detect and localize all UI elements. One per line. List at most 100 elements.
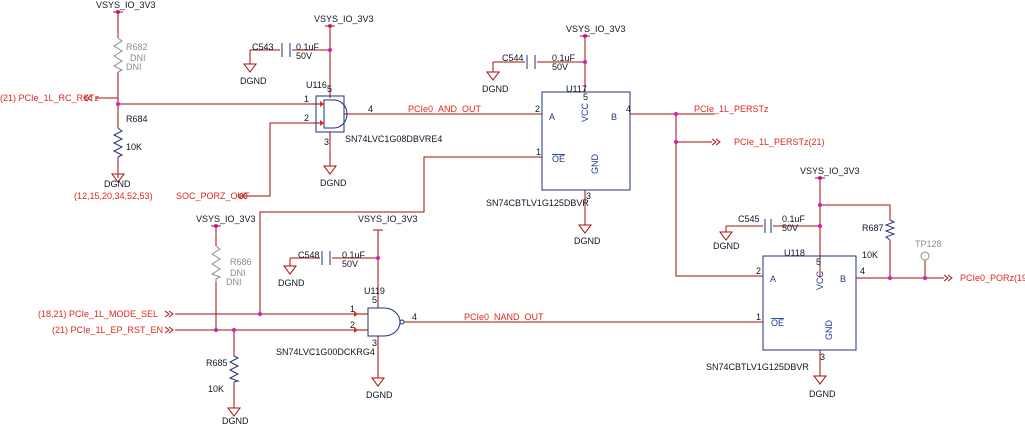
c544-value: 0.1uF [552, 53, 576, 63]
c543-voltage: 50V [296, 51, 312, 61]
r684-ref: R684 [126, 114, 148, 124]
u118-pin4: 4 [860, 266, 865, 276]
u117-ref: U117 [566, 84, 587, 94]
net-and-out: PCIe0_AND_OUT [408, 104, 482, 114]
capacitor-c548 [321, 251, 331, 265]
u117-pin-b: B [611, 112, 617, 122]
dgnd-label-r685: DGND [222, 416, 249, 426]
r686-note1: DNI [230, 268, 246, 278]
net-nand-out: PCIe0_NAND_OUT [464, 312, 544, 322]
ic-u116 [312, 95, 348, 140]
net-ep-rst-en: (21) PCIe_1L_EP_RST_EN [52, 325, 163, 335]
c543-value: 0.1uF [296, 42, 320, 52]
ground-symbols [111, 63, 827, 417]
junctions [116, 10, 927, 332]
u119-pin3: 3 [372, 338, 377, 348]
u116-ref: U116 [306, 80, 327, 90]
net-perstz-off: PCIe_1L_PERSTz(21) [734, 137, 825, 147]
vsys-label-5: VSYS_IO_3V3 [196, 214, 256, 224]
testpoint-tp128 [920, 251, 930, 261]
r686-ref: R686 [230, 257, 252, 267]
tp128-ref: TP128 [915, 239, 942, 249]
u118-ref: U118 [784, 248, 805, 258]
dgnd-label-r684: DGND [104, 179, 131, 189]
u117-pin-gnd: GND [590, 154, 600, 175]
u118-pin-vcc: VCC [815, 270, 825, 290]
dgnd-label-c543: DGND [240, 76, 267, 86]
u118-pin1: 1 [756, 312, 761, 322]
c545-ref: C545 [738, 214, 760, 224]
u116-pin4: 4 [368, 104, 373, 114]
c543-ref: C543 [252, 42, 274, 52]
vsys-label-3: VSYS_IO_3V3 [566, 24, 626, 34]
u117-part: SN74CBTLV1G125DBVR [486, 198, 589, 208]
u116-pin1: 1 [304, 94, 309, 104]
u119-pin2: 2 [350, 320, 355, 330]
offpage-arrows [83, 94, 953, 334]
u118-pin-a: A [770, 274, 776, 284]
ic-u119 [354, 296, 405, 348]
wires [95, 12, 944, 408]
vsys-label-2: VSYS_IO_3V3 [314, 14, 374, 24]
u117-pin-oe: OE [552, 154, 565, 164]
u118-pin-oe: OE [771, 318, 784, 328]
u117-pin2: 2 [535, 104, 540, 114]
ic-u118 [762, 255, 857, 351]
net-mode-sel: (18,21) PCIe_1L_MODE_SEL [38, 309, 158, 319]
dgnd-label-u119: DGND [366, 390, 393, 400]
c548-voltage: 50V [342, 259, 358, 269]
capacitor-c543 [281, 43, 291, 57]
r685-value: 10K [208, 384, 224, 394]
u119-part: SN74LVC1G00DCKRG4 [276, 347, 375, 357]
u117-pin-a: A [549, 112, 555, 122]
dgnd-label-u116: DGND [320, 178, 347, 188]
r682-note1: DNI [130, 53, 146, 63]
r684-value: 10K [126, 142, 142, 152]
u117-pin1: 1 [536, 147, 541, 157]
net-porz-out: PCIe0_PORz(19) [960, 273, 1025, 283]
u116-pin2: 2 [304, 113, 309, 123]
u117-pin-vcc: VCC [580, 102, 590, 122]
resistor-r686 [210, 245, 222, 282]
u116-pin3: 3 [324, 137, 329, 147]
c544-voltage: 50V [552, 62, 568, 72]
resistor-r687 [884, 219, 896, 241]
r687-ref: R687 [862, 223, 884, 233]
c544-ref: C544 [502, 53, 524, 63]
dgnd-label-c545: DGND [713, 241, 740, 251]
u119-pin1: 1 [350, 304, 355, 314]
resistor-r685 [228, 355, 240, 383]
power-bars [113, 11, 825, 231]
capacitor-c545 [764, 219, 772, 233]
net-perstz: PCIe_1L_PERSTz [694, 104, 769, 114]
u119-pin5: 5 [372, 295, 377, 305]
resistor-r682 [112, 37, 124, 73]
c545-value: 0.1uF [782, 214, 806, 224]
u118-part: SN74CBTLV1G125DBVR [706, 362, 809, 372]
ic-u117 [541, 91, 631, 191]
r682-note2: DNI [126, 62, 142, 72]
u118-pin3: 3 [820, 352, 825, 362]
u116-pin5: 5 [327, 84, 332, 94]
u117-pin5: 5 [583, 92, 588, 102]
vsys-label-4: VSYS_IO_3V3 [800, 166, 860, 176]
u118-pin2: 2 [756, 266, 761, 276]
c548-value: 0.1uF [342, 250, 366, 260]
r685-ref: R685 [206, 358, 228, 368]
vsys-label-1: VSYS_IO_3V3 [96, 0, 156, 10]
u119-ref: U119 [364, 286, 385, 296]
u117-pin3: 3 [586, 191, 591, 201]
u118-pin-b: B [840, 274, 846, 284]
c545-voltage: 50V [782, 223, 798, 233]
dgnd-label-u117: DGND [574, 236, 601, 246]
dgnd-label-c544: DGND [482, 84, 509, 94]
vsys-label-6: VSYS_IO_3V3 [358, 214, 418, 224]
u116-part: SN74LVC1G08DBVRE4 [345, 134, 442, 144]
r687-value: 10K [862, 250, 878, 260]
u119-pin4: 4 [412, 312, 417, 322]
c548-ref: C548 [298, 250, 320, 260]
r686-note2: DNI [226, 277, 242, 287]
net-rc-rstz: (21) PCIe_1L_RC_RSTz [0, 93, 100, 103]
net-soc-porz: SOC_PORZ_OUT [176, 191, 250, 201]
